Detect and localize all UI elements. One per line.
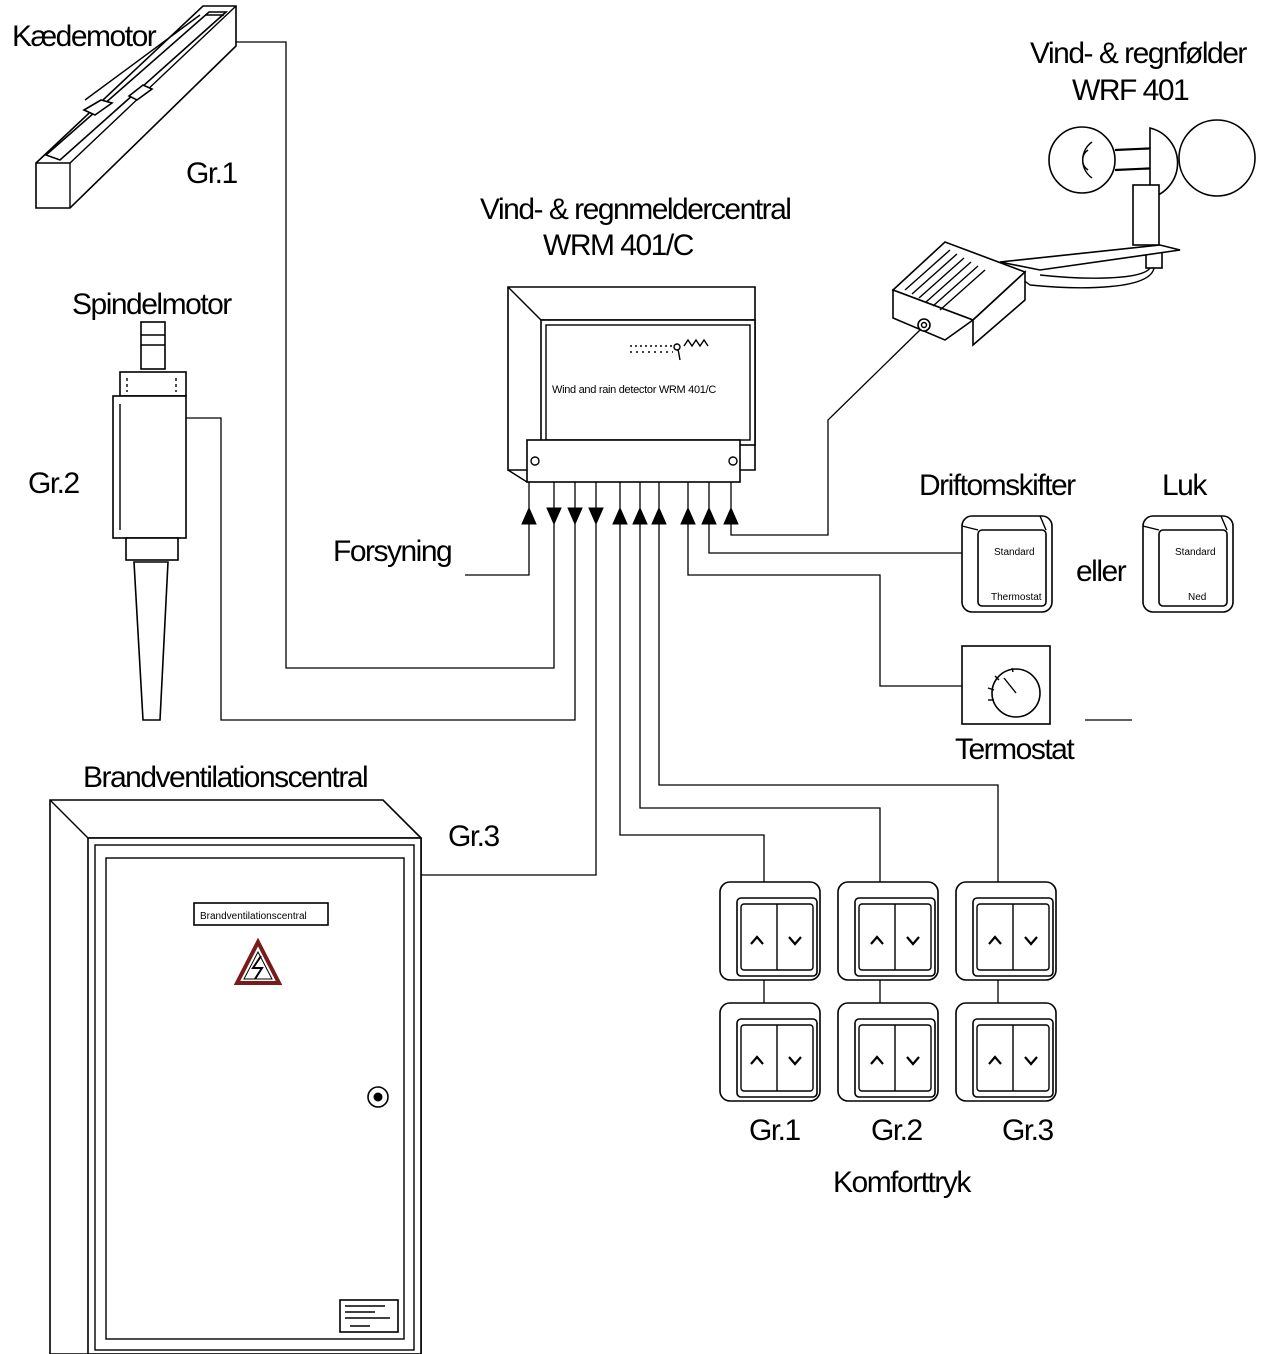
chevron-up-icon bbox=[750, 935, 764, 945]
switch1-top-text: Standard bbox=[994, 547, 1035, 558]
driftomskifter-label: Driftomskifter bbox=[919, 469, 1076, 502]
chevron-down-icon bbox=[906, 936, 920, 946]
termostat-label: Termostat bbox=[955, 733, 1075, 766]
sensor-title-line2: WRF 401 bbox=[1072, 74, 1189, 107]
chevron-up-icon bbox=[870, 935, 884, 945]
comfort-switch-gr1-bottom[interactable] bbox=[719, 1002, 821, 1102]
switch2-bottom-text: Ned bbox=[1188, 592, 1206, 603]
gr2-left-label: Gr.2 bbox=[28, 467, 80, 500]
central-panel-text: Wind and rain detector WRM 401/C bbox=[552, 384, 716, 396]
spindle-motor bbox=[112, 321, 187, 721]
comfort-switch-row-bottom bbox=[719, 1002, 1057, 1102]
chevron-down-icon bbox=[788, 1056, 802, 1066]
close-switch[interactable] bbox=[1142, 515, 1234, 613]
control-central-box bbox=[507, 286, 756, 483]
terminal-arrows bbox=[521, 482, 739, 526]
comfort-switch-gr3-top[interactable] bbox=[955, 881, 1057, 981]
chevron-down-icon bbox=[1024, 936, 1038, 946]
chevron-down-icon bbox=[906, 1056, 920, 1066]
thermostat[interactable] bbox=[961, 645, 1051, 725]
switch1-bottom-text: Thermostat bbox=[991, 592, 1042, 603]
comfort-switch-gr3-bottom[interactable] bbox=[955, 1002, 1057, 1102]
chevron-down-icon bbox=[1024, 1056, 1038, 1066]
gr1-top-label: Gr.1 bbox=[186, 157, 238, 190]
komforttryk-label: Komforttryk bbox=[833, 1166, 972, 1199]
komfort-gr1-label: Gr.1 bbox=[749, 1114, 801, 1147]
central-title-line1: Vind- & regnmeldercentral bbox=[480, 193, 790, 226]
chevron-down-icon bbox=[788, 936, 802, 946]
comfort-switch-row-top bbox=[719, 881, 1057, 981]
brandventilationscentral-label: Brandventilationscentral bbox=[83, 761, 367, 794]
chevron-up-icon bbox=[750, 1055, 764, 1065]
operation-switch[interactable] bbox=[961, 515, 1053, 613]
chevron-up-icon bbox=[988, 935, 1002, 945]
central-title-line2: WRM 401/C bbox=[543, 229, 694, 262]
komfort-gr3-label: Gr.3 bbox=[1002, 1114, 1054, 1147]
switch2-top-text: Standard bbox=[1175, 547, 1216, 558]
kaedemotor-label: Kædemotor bbox=[12, 20, 157, 53]
high-voltage-warning-icon bbox=[233, 937, 283, 985]
fire-ventilation-cabinet bbox=[49, 799, 422, 1354]
wind-rain-sensor bbox=[891, 119, 1256, 347]
comfort-switch-gr2-bottom[interactable] bbox=[837, 1002, 939, 1102]
panel-leds bbox=[630, 338, 709, 361]
wires bbox=[186, 41, 1132, 1003]
chevron-up-icon bbox=[988, 1055, 1002, 1065]
chevron-up-icon bbox=[870, 1055, 884, 1065]
spindelmotor-label: Spindelmotor bbox=[72, 288, 232, 321]
chain-motor bbox=[35, 5, 237, 209]
komfort-gr2-label: Gr.2 bbox=[871, 1114, 923, 1147]
luk-label: Luk bbox=[1162, 469, 1208, 502]
gr3-left-label: Gr.3 bbox=[448, 820, 500, 853]
sensor-title-line1: Vind- & regnfølder bbox=[1030, 37, 1247, 70]
comfort-switch-gr2-top[interactable] bbox=[837, 881, 939, 981]
forsyning-label: Forsyning bbox=[333, 535, 451, 568]
cabinet-nameplate-text: Brandventilationscentral bbox=[200, 911, 307, 922]
eller-label: eller bbox=[1076, 555, 1127, 588]
comfort-switch-gr1-top[interactable] bbox=[719, 881, 821, 981]
